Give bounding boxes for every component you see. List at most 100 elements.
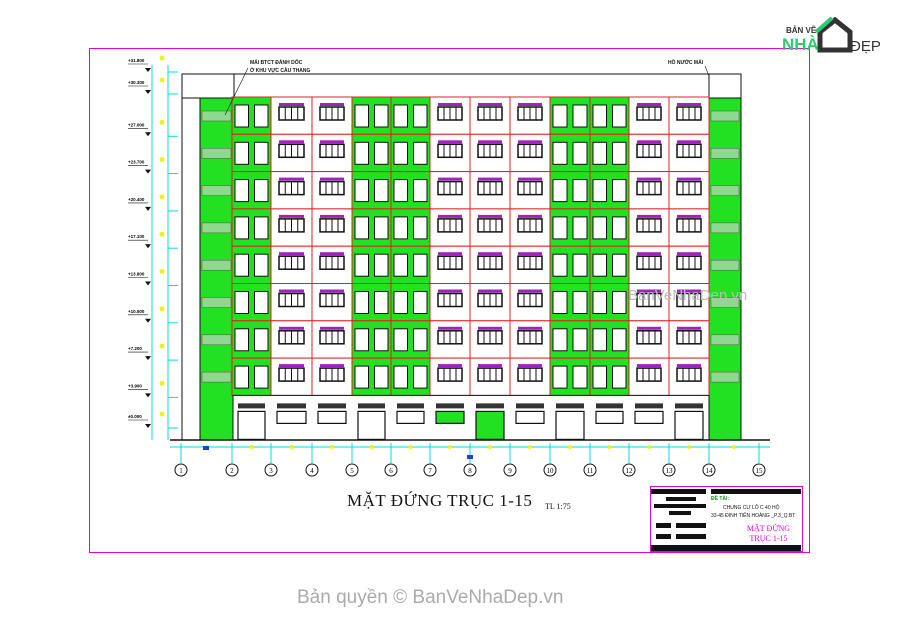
stair-window [710,259,740,271]
balcony-door [254,365,269,389]
window-awning [320,289,344,293]
window-awning [438,103,462,106]
axis-label: 8 [468,467,472,475]
window-awning [279,364,304,368]
window-awning [279,326,304,330]
stair-window [201,222,232,234]
window-awning [637,177,661,181]
balcony-door [254,141,269,165]
balcony-door [393,104,408,128]
axis-bubble [305,463,319,477]
balcony-door [552,104,568,128]
window-awning [279,214,304,218]
ground-vent [397,403,424,409]
stair-window [710,371,740,383]
window-awning [518,326,542,330]
axis-bubble [264,463,278,477]
logo-text-3: ĐẸP [850,38,881,55]
balcony-door [393,328,408,352]
window-awning [438,364,462,368]
window-awning [279,177,304,181]
balcony-door [354,291,369,314]
axis-bubble [622,463,636,477]
dim-marker [687,445,691,449]
balcony-door [592,179,607,203]
balcony-door [354,179,369,203]
balcony-door [592,253,607,277]
roof-note-2: Ở KHU VỰC CẦU THANG [250,68,311,74]
window-awning [677,177,701,181]
dim-marker [408,445,413,449]
balcony-door [254,104,269,128]
window-awning [677,252,701,256]
ground-door [357,410,386,440]
stair-window [710,110,740,122]
balcony-door [572,141,588,165]
window-awning [279,289,304,293]
balcony-door [612,253,627,277]
level-marker [159,231,165,237]
balcony-door [612,141,627,165]
level-symbol [145,90,151,94]
window-awning [279,252,304,256]
level-marker [159,411,165,417]
stair-window [710,222,740,234]
level-symbol [145,356,151,361]
window-awning [320,326,344,330]
ground-window [634,410,664,424]
axis-label: 6 [389,467,393,475]
balcony-door [374,253,389,277]
ground-vent [476,403,504,409]
window-awning [438,326,462,330]
sheet-name: MẶT ĐỨNG TRỤC 1-15 [746,524,791,543]
window-awning [438,140,462,144]
ground-window [435,410,465,424]
balcony-door [612,104,627,128]
level-marker [159,77,165,83]
balcony-door [572,365,588,389]
ground-vent [516,403,544,409]
window-awning [478,252,502,256]
balcony-door [234,365,249,389]
dim-marker [607,445,612,449]
balcony-door [552,179,568,203]
window-awning [677,140,701,144]
level-marker [159,269,165,274]
axis-label: 3 [269,467,273,475]
level-marker [159,157,165,163]
window-awning [518,214,542,218]
window-awning [518,103,542,106]
side-wall-left [181,97,201,441]
axis-bubble [463,463,477,477]
balcony-door [413,216,428,240]
balcony-door [592,365,607,389]
balcony-door [393,253,408,277]
window-awning [478,326,502,330]
ground-door [674,410,704,440]
balcony-door [612,291,627,314]
dim-marker [289,445,294,449]
dim-marker [488,445,492,449]
stair-window [201,185,232,196]
window-awning [677,364,701,368]
balcony-door [374,365,389,389]
balcony-door [413,104,428,128]
level-symbol [145,68,151,72]
window-awning [637,326,661,330]
balcony-door [592,141,607,165]
dim-marker [732,445,736,449]
dim-marker [568,445,572,449]
level-symbol [145,206,151,211]
balcony-door [612,365,627,389]
window-awning [478,140,502,144]
level-marker [159,380,165,386]
ground-vent [556,403,584,409]
window-awning [637,103,661,106]
stair-roof-right [708,73,742,99]
window-awning [478,103,502,106]
ground-vent [238,403,265,409]
level-symbol [145,169,151,174]
balcony-door [234,328,249,352]
level-symbol [145,393,151,398]
balcony-door [552,328,568,352]
